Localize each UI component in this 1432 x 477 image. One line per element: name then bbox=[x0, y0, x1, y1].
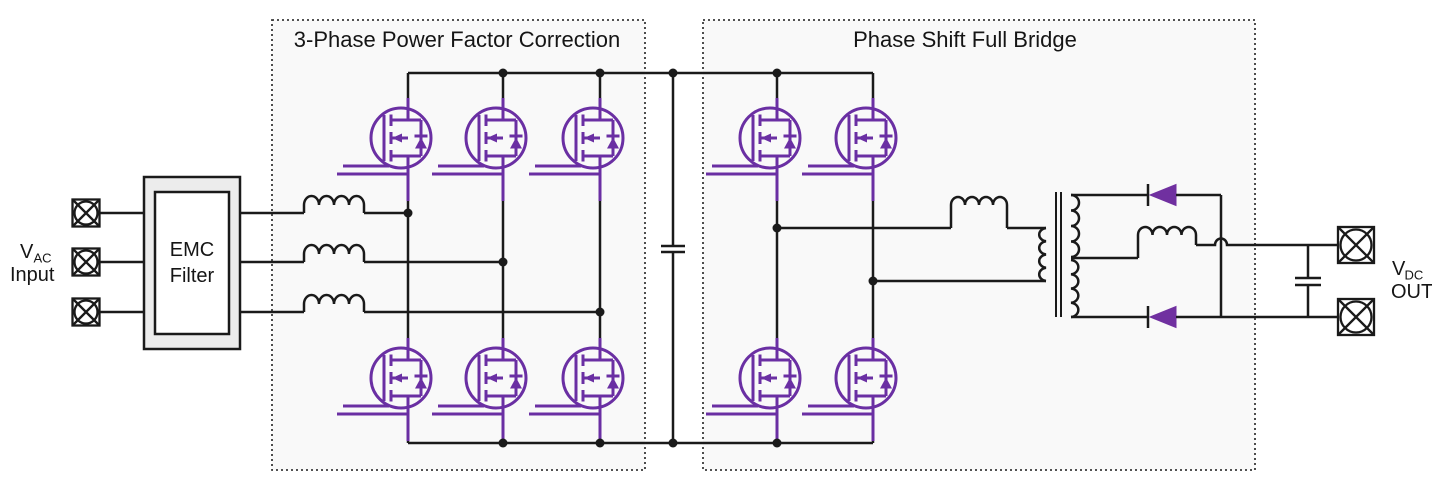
output-positive-wire bbox=[1196, 237, 1338, 247]
emc-filter-label-line1: EMC bbox=[170, 239, 214, 261]
pfc-section bbox=[302, 68, 873, 448]
resonant-inductor bbox=[949, 195, 1009, 228]
output-capacitor bbox=[1295, 245, 1321, 317]
ac-input-section: V AC Input bbox=[10, 198, 144, 327]
transformer-core bbox=[1055, 192, 1062, 317]
psfb-section-title: Phase Shift Full Bridge bbox=[853, 27, 1077, 52]
boost-inductor-phase1 bbox=[302, 194, 366, 213]
output-inductor bbox=[1136, 225, 1198, 258]
primary-winding bbox=[1037, 226, 1047, 283]
boost-inductor-phase2 bbox=[302, 243, 366, 262]
pfc-section-title: 3-Phase Power Factor Correction bbox=[294, 27, 620, 52]
emc-filter-inner-box bbox=[153, 190, 231, 336]
emc-filter-label-line2: Filter bbox=[170, 265, 215, 287]
vdc-symbol: V bbox=[1392, 258, 1406, 280]
emc-filter-block: EMC Filter bbox=[142, 175, 304, 351]
dc-link-capacitor bbox=[661, 68, 685, 448]
dc-output-terminal-icon bbox=[1336, 297, 1376, 337]
secondary-winding-top bbox=[1070, 193, 1081, 259]
vac-symbol: V bbox=[20, 241, 34, 263]
dc-output-terminal-icon bbox=[1336, 225, 1376, 265]
secondary-winding-bottom bbox=[1070, 258, 1080, 319]
ac-input-terminal-icon bbox=[71, 297, 101, 327]
boost-inductor-phase3 bbox=[302, 293, 366, 312]
ac-input-terminal-icon bbox=[71, 198, 101, 228]
vdc-caption: OUT bbox=[1391, 281, 1432, 303]
vdc-subscript: DC bbox=[1405, 268, 1424, 283]
output-rectifier bbox=[1136, 183, 1338, 329]
transformer bbox=[1037, 192, 1148, 319]
ac-input-terminal-icon bbox=[71, 247, 101, 277]
dc-output-section: V DC OUT bbox=[1295, 225, 1432, 337]
psfb-section bbox=[704, 68, 1046, 448]
vac-caption: Input bbox=[10, 264, 55, 286]
vac-subscript: AC bbox=[34, 251, 52, 266]
